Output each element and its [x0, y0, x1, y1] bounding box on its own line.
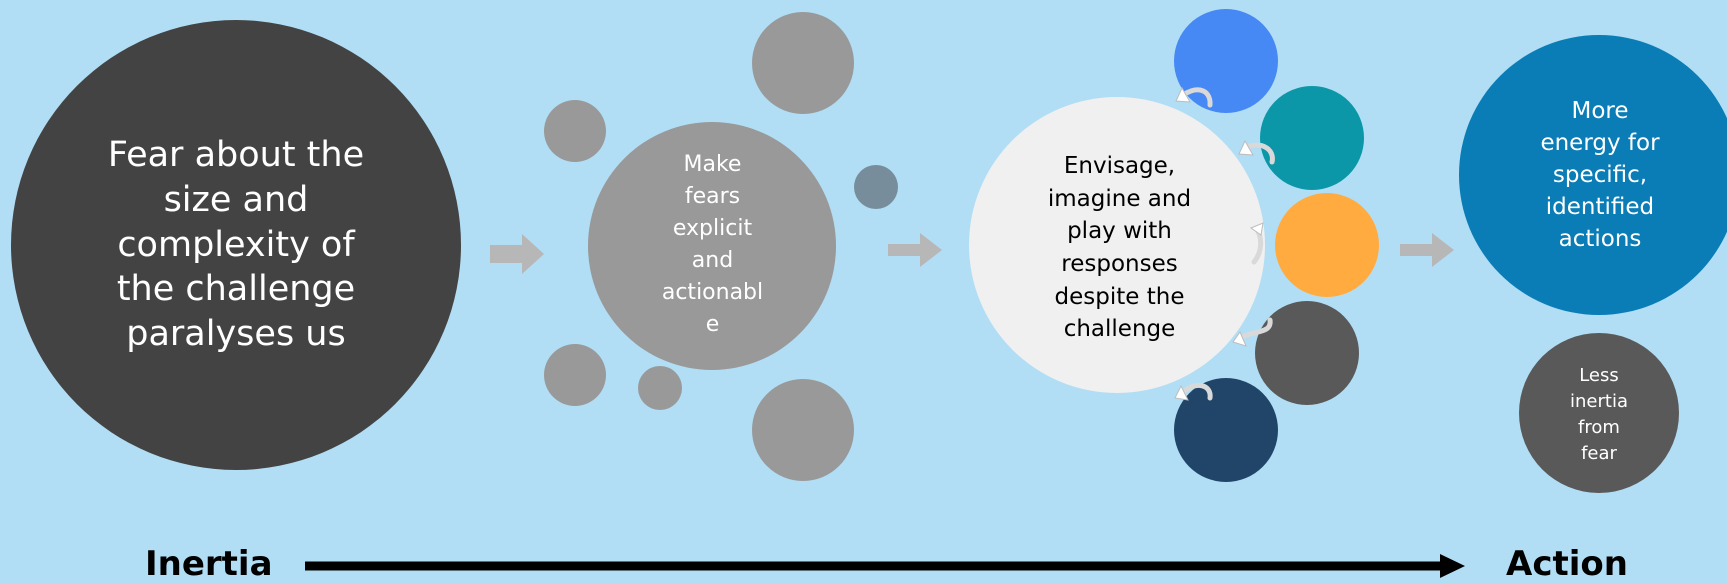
petal-blue — [1174, 9, 1278, 113]
envisage-circle — [969, 97, 1265, 393]
curved-arrow-head-1 — [1175, 86, 1191, 103]
energy-circle — [1459, 35, 1727, 315]
inertia-label: Inertia — [145, 544, 273, 584]
explicit-text: Make fears explicit and actionabl e — [661, 152, 764, 337]
less-inertia-text: Less inertia from fear — [1570, 364, 1628, 465]
curved-arrow-5 — [1179, 382, 1213, 401]
petal-orange — [1275, 193, 1379, 297]
curved-arrow-head-2 — [1238, 139, 1254, 156]
curved-arrow-1 — [1180, 87, 1213, 108]
curved-arrow-4 — [1237, 317, 1273, 341]
curved-arrow-head-4 — [1232, 330, 1247, 347]
petal-charcoal — [1255, 301, 1359, 405]
orbit-circle-left-top — [544, 100, 606, 162]
axis-arrowhead — [1440, 554, 1465, 578]
fear-circle — [11, 20, 461, 470]
orbit-circle-top-right — [752, 12, 854, 114]
orbit-circle-left-bottom — [544, 344, 606, 406]
orbit-circle-tiny — [638, 366, 682, 410]
action-label: Action — [1506, 544, 1628, 584]
flow-arrow-2 — [888, 233, 942, 267]
flow-arrow-3 — [1400, 233, 1454, 267]
petal-teal — [1260, 86, 1364, 190]
flow-arrow-1 — [490, 234, 544, 274]
fear-text: Fear about the size and complexity of th… — [107, 135, 365, 355]
petal-navy — [1174, 378, 1278, 482]
orbit-circle-bottom-right — [752, 379, 854, 481]
curved-arrow-head-5 — [1174, 384, 1189, 401]
explicit-circle — [588, 122, 836, 370]
curved-arrow-head-3 — [1249, 222, 1264, 236]
curved-arrow-2 — [1242, 142, 1275, 165]
energy-text: More energy for specific, identified act… — [1540, 97, 1660, 253]
envisage-text: Envisage, imagine and play with response… — [1047, 153, 1192, 343]
orbit-circle-small-slate — [854, 165, 898, 209]
less-inertia-circle — [1519, 333, 1679, 493]
